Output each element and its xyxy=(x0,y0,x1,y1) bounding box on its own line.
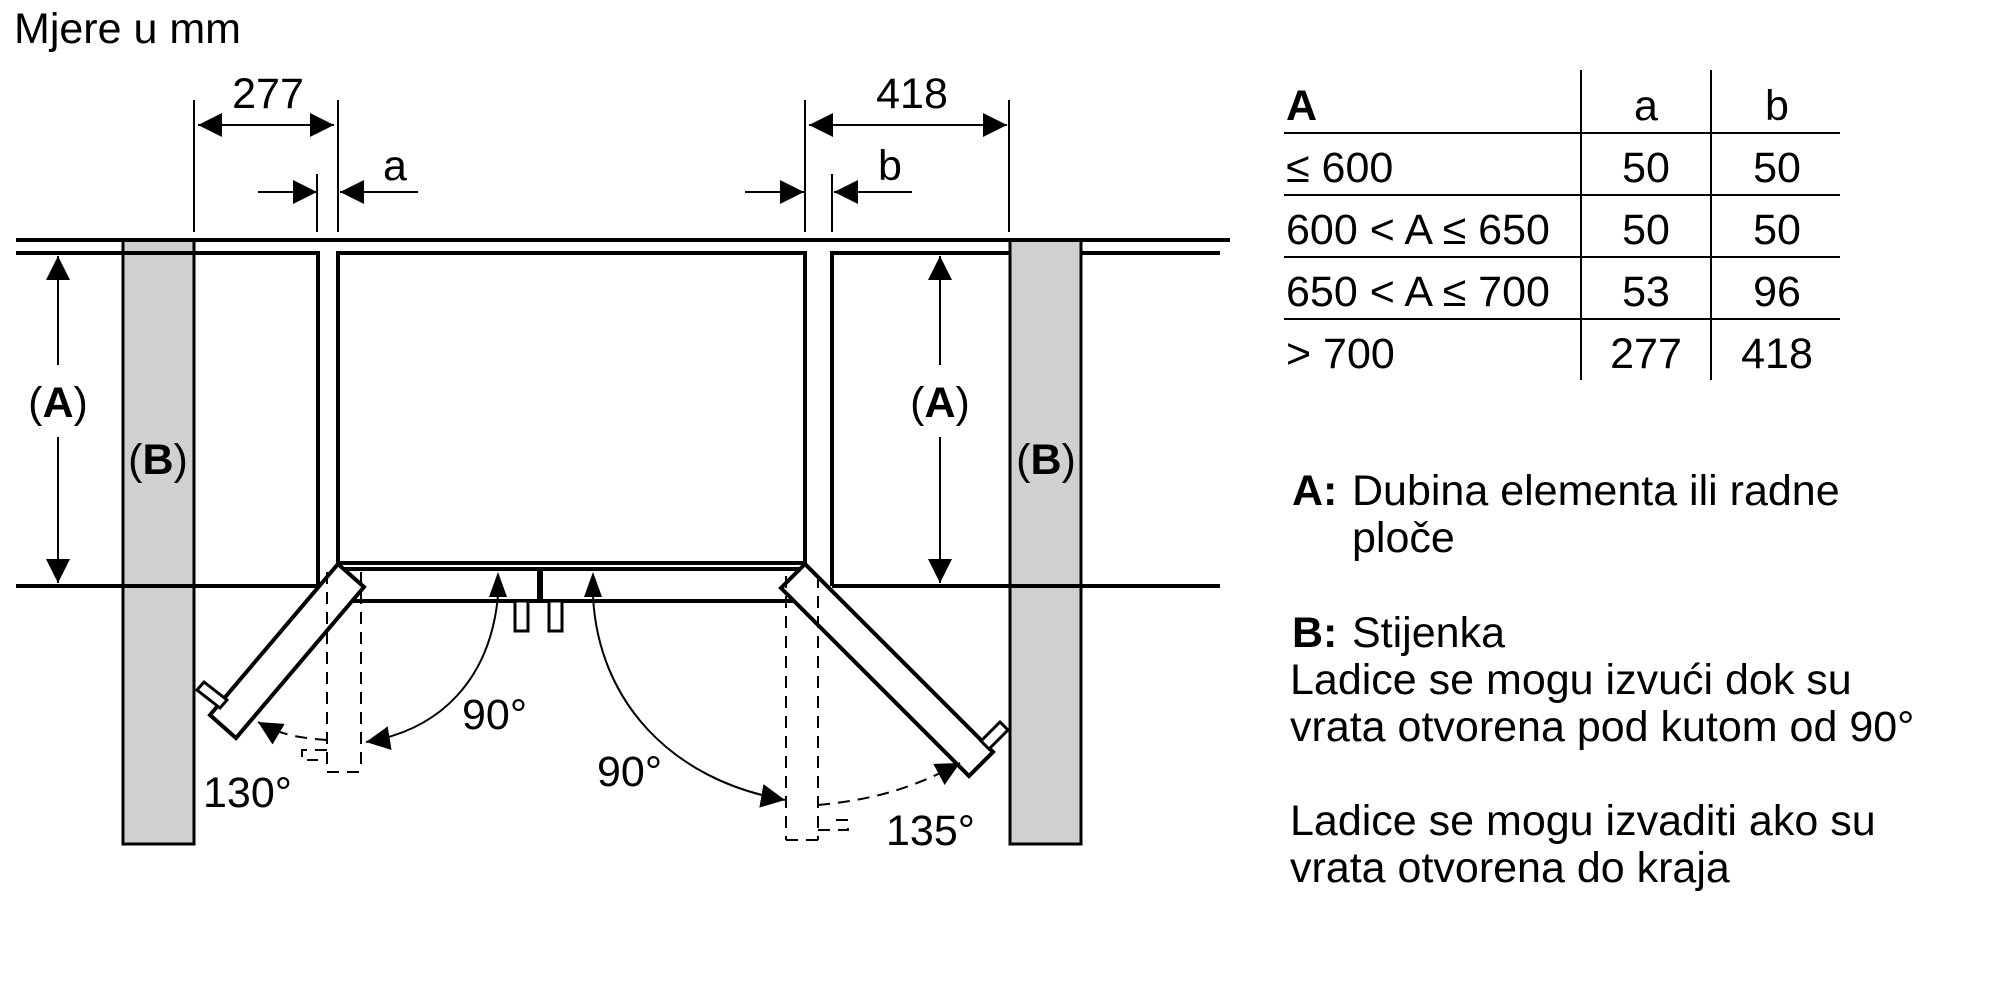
right-door-open-handle xyxy=(978,719,1011,752)
wall-letter: B xyxy=(142,436,173,484)
left-130-label: 130° xyxy=(203,769,292,817)
paren-open: ( xyxy=(128,436,143,484)
right-door-handle xyxy=(547,599,564,633)
table-header-a: a xyxy=(1580,70,1711,133)
paren-open: ( xyxy=(28,379,43,427)
dimension-a-label: a xyxy=(383,142,407,190)
paren-close: ) xyxy=(174,436,188,484)
legend-a-text-line2: ploče xyxy=(1352,514,1455,562)
left-130-arc xyxy=(257,721,328,745)
table-cell-b: 50 xyxy=(1710,132,1840,195)
dimension-277-label: 277 xyxy=(232,70,304,118)
left-wall xyxy=(121,238,196,846)
table-row: 600 < A ≤ 650 50 50 xyxy=(1284,194,1840,257)
depth-letter: A xyxy=(42,379,73,427)
right-90-arrowhead xyxy=(584,572,602,597)
wall-label-right: (B) xyxy=(1016,436,1076,484)
table-cell-b: 50 xyxy=(1710,194,1840,257)
table-row: ≤ 600 50 50 xyxy=(1284,132,1840,195)
legend-b-text: Stijenka xyxy=(1352,609,1505,657)
table-cell-range: > 700 xyxy=(1284,318,1581,380)
table-cell-range: 650 < A ≤ 700 xyxy=(1284,256,1581,319)
note-drawers-90-line2: vrata otvorena pod kutom od 90° xyxy=(1290,703,1915,751)
left-90-arrowhead xyxy=(489,572,507,597)
left-door-handle xyxy=(513,599,530,633)
paren-open: ( xyxy=(1016,436,1031,484)
wall-label-left: (B) xyxy=(128,436,188,484)
note-drawers-90-line1: Ladice se mogu izvući dok su xyxy=(1290,656,1852,704)
depth-letter: A xyxy=(924,379,955,427)
table-row: 650 < A ≤ 700 53 96 xyxy=(1284,256,1840,319)
paren-close: ) xyxy=(1062,436,1076,484)
left-90-arc xyxy=(365,595,499,750)
dimension-277 xyxy=(193,100,418,232)
fridge-door-front-right xyxy=(539,567,807,603)
table-cell-range: 600 < A ≤ 650 xyxy=(1284,194,1581,257)
note-drawers-90: Ladice se mogu izvući dok su vrata otvor… xyxy=(1290,657,1914,751)
depth-label-right: (A) xyxy=(910,379,970,427)
fridge-body xyxy=(336,251,807,565)
legend-b: B: Stijenka xyxy=(1292,610,1505,657)
left-cabinet xyxy=(194,251,320,586)
table-row: > 700 277 418 xyxy=(1284,318,1840,380)
right-door-90-outline xyxy=(785,576,849,841)
table-cell-a: 277 xyxy=(1580,318,1711,380)
legend-b-key: B: xyxy=(1292,609,1338,657)
table-cell-b: 418 xyxy=(1710,318,1840,380)
left-90-label: 90° xyxy=(462,691,527,739)
note-drawers-full-line2: vrata otvorena do kraja xyxy=(1290,844,1730,892)
right-cabinet xyxy=(830,251,1010,586)
paren-close: ) xyxy=(956,379,970,427)
table-header-b: b xyxy=(1710,70,1840,133)
paren-open: ( xyxy=(910,379,925,427)
table-cell-a: 50 xyxy=(1580,132,1711,195)
fridge-door-front-left xyxy=(336,567,541,603)
dimension-418-label: 418 xyxy=(876,70,948,118)
page-title: Mjere u mm xyxy=(14,5,241,53)
right-90-label: 90° xyxy=(597,748,662,796)
clearance-table: A a b ≤ 600 50 50 600 < A ≤ 650 50 50 65… xyxy=(1284,70,1840,380)
dimension-b-label: b xyxy=(878,142,902,190)
table-cell-range: ≤ 600 xyxy=(1284,132,1581,195)
table-header-a-depth: A xyxy=(1286,82,1318,130)
table-cell-a: 53 xyxy=(1580,256,1711,319)
table-cell-a: 50 xyxy=(1580,194,1711,257)
right-90-arc xyxy=(592,595,786,808)
left-door-open-handle xyxy=(194,679,230,711)
left-door-open xyxy=(207,561,367,741)
left-door-90-outline xyxy=(301,572,362,773)
right-135-arc xyxy=(817,762,961,806)
legend-a-key: A: xyxy=(1292,467,1338,515)
depth-label-left: (A) xyxy=(28,379,88,427)
note-drawers-full: Ladice se mogu izvaditi ako su vrata otv… xyxy=(1290,798,1876,892)
right-wall xyxy=(1008,238,1083,846)
right-door-open xyxy=(778,561,996,779)
table-cell-b: 96 xyxy=(1710,256,1840,319)
dimension-418 xyxy=(745,100,1010,232)
legend-a: A: Dubina elementa ili radne ploče xyxy=(1292,468,1840,562)
right-135-label: 135° xyxy=(886,807,975,855)
wall-letter: B xyxy=(1030,436,1061,484)
note-drawers-full-line1: Ladice se mogu izvaditi ako su xyxy=(1290,797,1876,845)
paren-close: ) xyxy=(74,379,88,427)
legend-a-text-line1: Dubina elementa ili radne xyxy=(1352,467,1840,515)
